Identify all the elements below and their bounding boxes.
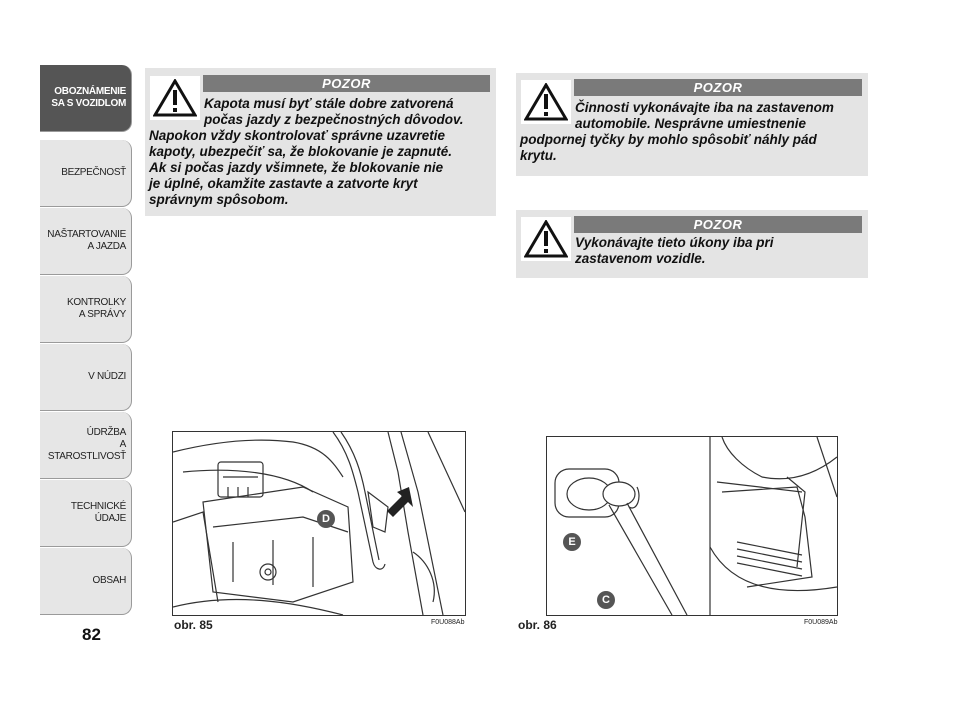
tab-label: KONTROLKY — [67, 297, 126, 308]
warning-text: Činnosti vykonávajte iba na zastavenom a… — [520, 100, 865, 164]
warning-line: je úplné, okamžite zastavte a zatvorte k… — [149, 176, 418, 191]
warning-box-hood-closed: POZOR Kapota musí byť stále dobre zatvor… — [145, 68, 496, 216]
warning-triangle-icon — [521, 80, 571, 124]
warning-line: kapoty, ubezpečiť sa, že blokovanie je z… — [149, 144, 453, 159]
callout-e: E — [563, 533, 581, 551]
warning-text: Vykonávajte tieto úkony iba pri zastaven… — [520, 235, 865, 267]
warning-heading: POZOR — [203, 75, 490, 92]
figure-caption: obr. 86 — [518, 618, 557, 632]
tab-label: SA S VOZIDLOM — [51, 98, 126, 109]
warning-triangle-icon — [521, 217, 571, 261]
tab-label: A STAROSTLIVOSŤ — [47, 439, 126, 462]
callout-c: C — [597, 591, 615, 609]
support-rod-drawing — [554, 437, 837, 615]
warning-line: Kapota musí byť stále dobre zatvorená — [204, 96, 454, 111]
tab-label: NAŠTARTOVANIE — [47, 229, 126, 240]
warning-line: Napokon vždy skontrolovať správne uzavre… — [149, 128, 446, 143]
figure-code: F0U088Ab — [431, 619, 465, 626]
warning-heading: POZOR — [574, 216, 862, 233]
figure-code: F0U089Ab — [804, 619, 838, 626]
engine-bay-drawing — [173, 432, 465, 615]
warning-line: krytu. — [520, 148, 557, 163]
tab-obsah[interactable]: OBSAH — [40, 548, 132, 615]
warning-line: podpornej tyčky by mohlo spôsobiť náhly … — [520, 132, 817, 147]
callout-d: D — [317, 510, 335, 528]
tab-v-nudzi[interactable]: V NÚDZI — [40, 344, 132, 411]
tab-label: A SPRÁVY — [78, 309, 126, 320]
warning-line: počas jazdy z bezpečnostných dôvodov. — [204, 112, 464, 127]
page-number: 82 — [82, 625, 101, 644]
figure-85-illustration: D — [172, 431, 466, 616]
warning-line: automobile. Nesprávne umiestnenie — [575, 116, 807, 131]
warning-line: zastavenom vozidle. — [575, 251, 706, 266]
warning-box-stationary-only: POZOR Vykonávajte tieto úkony iba pri za… — [516, 210, 868, 278]
warning-text: Kapota musí byť stále dobre zatvorená po… — [149, 96, 494, 208]
warning-triangle-icon — [150, 76, 200, 120]
warning-heading: POZOR — [574, 79, 862, 96]
warning-line: Činnosti vykonávajte iba na zastavenom — [575, 100, 834, 115]
figure-86-illustration: E C — [546, 436, 838, 616]
tab-label: TECHNICKÉ — [70, 501, 126, 512]
figure-caption: obr. 85 — [174, 618, 213, 632]
tab-label: ÚDRŽBA — [86, 427, 127, 438]
warning-box-stationary-vehicle: POZOR Činnosti vykonávajte iba na zastav… — [516, 73, 868, 176]
tab-label: ÚDAJE — [94, 513, 127, 524]
warning-line: Vykonávajte tieto úkony iba pri — [575, 235, 774, 250]
tab-label: A JAZDA — [87, 241, 127, 252]
tab-label: BEZPEČNOSŤ — [61, 167, 126, 178]
tab-label: OBOZNÁMENIE — [54, 86, 126, 97]
warning-line: Ak si počas jazdy všimnete, že blokovani… — [149, 160, 444, 175]
tab-bezpecnost[interactable]: BEZPEČNOSŤ — [40, 140, 132, 207]
tab-label: OBSAH — [92, 575, 126, 586]
tab-label: V NÚDZI — [88, 371, 126, 382]
warning-line: správnym spôsobom. — [149, 192, 289, 207]
